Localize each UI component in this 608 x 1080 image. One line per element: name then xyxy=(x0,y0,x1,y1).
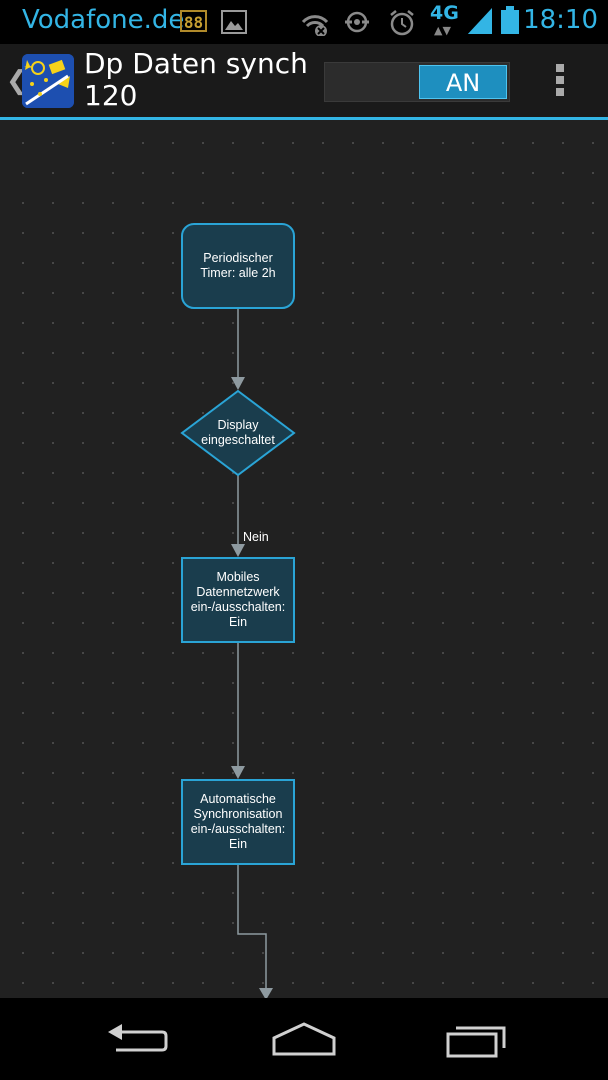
node-action-1 xyxy=(181,557,295,643)
arrowhead xyxy=(231,766,245,779)
image-icon xyxy=(221,10,247,34)
sync-icon xyxy=(345,11,369,33)
action-bar: ❮ Dp Daten synch 120 AN xyxy=(0,44,608,120)
enable-toggle[interactable]: AN xyxy=(324,62,510,102)
node-trigger xyxy=(181,223,295,309)
recent-apps-icon[interactable] xyxy=(424,1012,524,1066)
node-action-1-label[interactable]: Mobiles Datennetzwerk ein-/ausschalten: … xyxy=(190,570,286,629)
edge-act2-onward xyxy=(237,864,267,998)
flow-canvas[interactable]: Periodischer Timer: alle 2h Display eing… xyxy=(0,120,608,998)
carrier-name: Vodafone.de xyxy=(22,5,185,35)
node-action-2 xyxy=(181,779,295,865)
node-condition-label[interactable]: Display eingeschaltet xyxy=(201,418,275,447)
node-condition xyxy=(180,389,296,477)
alarm-icon xyxy=(390,10,414,36)
edge-label-no: Nein xyxy=(243,530,269,544)
page-title: Dp Daten synch 120 xyxy=(84,47,308,112)
signal-icon xyxy=(467,8,492,34)
arrowhead xyxy=(231,544,245,557)
node-trigger-label[interactable]: Periodischer Timer: alle 2h xyxy=(200,251,276,280)
data-activity-icon: ▲▼ xyxy=(434,24,451,37)
navigation-bar xyxy=(0,998,608,1080)
notification-badge: 88 xyxy=(180,10,207,32)
overflow-menu-icon[interactable] xyxy=(552,64,568,100)
battery-icon xyxy=(501,6,519,34)
wifi-off-icon xyxy=(301,15,329,36)
clock: 18:10 xyxy=(523,5,598,35)
flow-diagram xyxy=(180,223,296,998)
arrowhead xyxy=(259,988,273,998)
status-bar: Vodafone.de 88 4G ▲▼ 18:10 xyxy=(0,0,608,44)
toggle-on-label: AN xyxy=(419,65,507,99)
back-icon[interactable] xyxy=(86,1012,186,1066)
node-action-2-label[interactable]: Automatische Synchronisation ein-/aussch… xyxy=(190,792,286,851)
app-icon[interactable] xyxy=(22,54,74,108)
network-type: 4G xyxy=(430,2,459,24)
home-icon[interactable] xyxy=(254,1012,354,1066)
arrowhead xyxy=(231,377,245,390)
